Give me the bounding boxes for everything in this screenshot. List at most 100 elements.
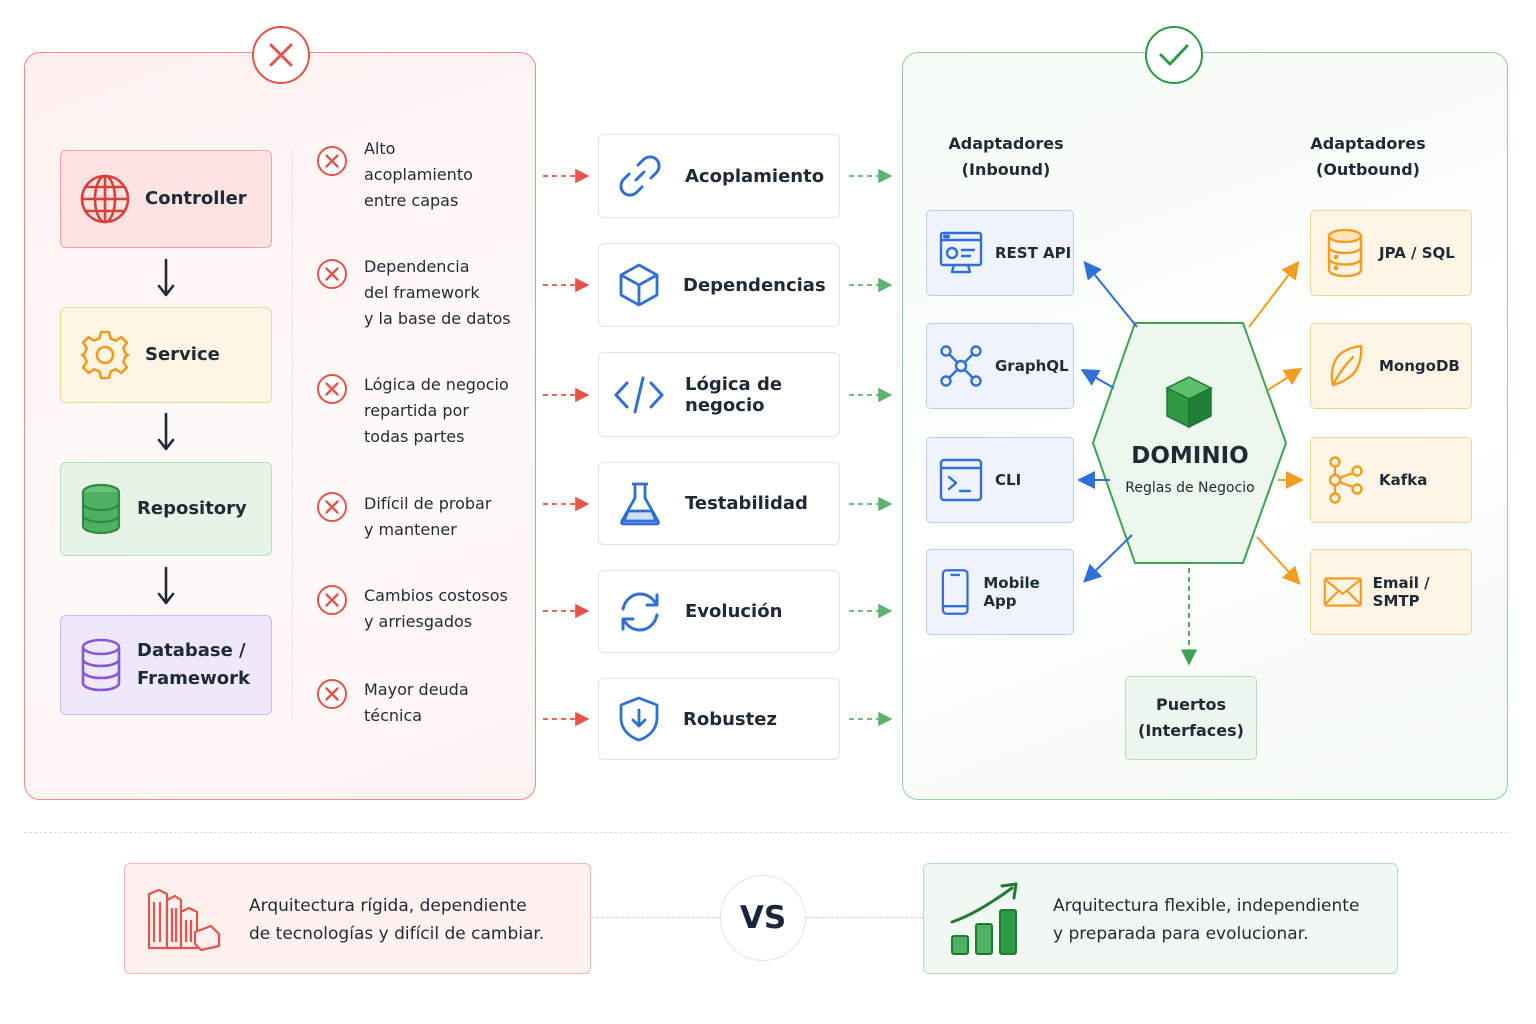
arrow-jpa bbox=[1248, 260, 1300, 328]
problem-text: Difícil de probar y mantener bbox=[364, 494, 492, 539]
terminal-icon bbox=[939, 458, 983, 502]
vs-connector bbox=[806, 917, 923, 918]
monitor-api-icon bbox=[939, 231, 983, 274]
error-icon bbox=[317, 259, 347, 289]
mobile-phone-icon bbox=[941, 569, 969, 615]
kafka-nodes-icon bbox=[1328, 456, 1363, 504]
adapter-label: Kafka bbox=[1379, 471, 1428, 489]
arrow-mongo bbox=[1267, 367, 1303, 391]
arrow-mobile bbox=[1083, 534, 1133, 583]
problem-item: Mayor deuda técnica bbox=[316, 678, 469, 729]
problem-text: Cambios costosos y arriesgados bbox=[364, 586, 508, 631]
domain-title: DOMINIO bbox=[1131, 443, 1249, 469]
gear-icon bbox=[80, 330, 130, 380]
arrow-graphql bbox=[1080, 369, 1115, 389]
adapter-jpa-sql: JPA / SQL bbox=[1310, 210, 1472, 296]
arrow-email bbox=[1256, 536, 1301, 585]
error-icon bbox=[317, 492, 347, 522]
refresh-icon bbox=[621, 592, 659, 631]
problem-text: Alto acoplamiento entre capas bbox=[364, 139, 473, 210]
summary-text: Arquitectura rígida, dependiente de tecn… bbox=[249, 896, 545, 944]
envelope-icon bbox=[1323, 577, 1362, 607]
adapter-kafka: Kafka bbox=[1310, 437, 1472, 523]
problem-text: Lógica de negocio repartida por todas pa… bbox=[364, 375, 509, 446]
hexagonal-architecture-panel bbox=[902, 52, 1508, 800]
cube-icon bbox=[619, 263, 659, 307]
adapter-label: GraphQL bbox=[995, 357, 1069, 375]
link-icon bbox=[619, 155, 661, 197]
adapter-label: REST API bbox=[995, 244, 1072, 262]
arrow-rest bbox=[1083, 260, 1138, 328]
error-icon bbox=[317, 585, 347, 615]
arrow-down-icon bbox=[157, 258, 175, 297]
domain-hexagon bbox=[1091, 322, 1288, 564]
outbound-adapters-header: Adaptadores (Outbound) bbox=[1310, 134, 1426, 179]
divider bbox=[292, 150, 293, 718]
error-icon bbox=[317, 374, 347, 404]
check-icon bbox=[1159, 44, 1189, 66]
aspect-card-business-logic: Lógica de negocio bbox=[598, 352, 840, 437]
summary-flexible-architecture: Arquitectura flexible, independiente y p… bbox=[923, 863, 1398, 974]
problem-item: Alto acoplamiento entre capas bbox=[316, 139, 473, 214]
globe-icon bbox=[80, 174, 130, 224]
adapter-graphql: GraphQL bbox=[926, 323, 1074, 409]
summary-text: Arquitectura flexible, independiente y p… bbox=[1053, 896, 1360, 944]
growth-chart-icon bbox=[950, 882, 1018, 955]
good-badge bbox=[1145, 26, 1203, 84]
domain-subtitle: Reglas de Negocio bbox=[1125, 480, 1255, 496]
aspect-label: Lógica de negocio bbox=[685, 373, 783, 416]
problem-item: Difícil de probar y mantener bbox=[316, 491, 491, 543]
database-icon bbox=[81, 483, 121, 535]
crumbling-building-icon bbox=[147, 888, 221, 952]
layer-label: Repository bbox=[137, 498, 247, 519]
aspect-label: Testabilidad bbox=[685, 493, 808, 514]
bad-badge bbox=[252, 26, 310, 84]
cross-icon bbox=[269, 43, 293, 67]
adapter-label: MongoDB bbox=[1379, 357, 1460, 375]
code-icon bbox=[614, 376, 664, 413]
vs-badge: VS bbox=[720, 875, 806, 961]
adapter-label: JPA / SQL bbox=[1379, 244, 1455, 262]
aspect-label: Evolución bbox=[685, 601, 783, 622]
layer-controller: Controller bbox=[60, 150, 272, 248]
layer-label: Service bbox=[145, 344, 220, 365]
adapter-mobile-app: Mobile App bbox=[926, 549, 1074, 635]
adapter-email-smtp: Email / SMTP bbox=[1310, 549, 1472, 635]
problem-item: Lógica de negocio repartida por todas pa… bbox=[316, 373, 509, 450]
problem-item: Dependencia del framework y la base de d… bbox=[316, 257, 511, 332]
problem-text: Mayor deuda técnica bbox=[364, 680, 469, 725]
ports-interfaces: Puertos (Interfaces) bbox=[1125, 676, 1257, 760]
aspect-card-dependencies: Dependencias bbox=[598, 243, 840, 327]
inbound-adapters-header: Adaptadores (Inbound) bbox=[948, 134, 1064, 179]
aspect-card-testability: Testabilidad bbox=[598, 462, 840, 545]
vs-connector bbox=[591, 917, 720, 918]
layer-repository: Repository bbox=[60, 462, 272, 556]
cube-icon bbox=[1165, 376, 1213, 429]
adapter-rest-api: REST API bbox=[926, 210, 1074, 296]
network-nodes-icon bbox=[940, 345, 982, 387]
aspect-label: Dependencias bbox=[683, 274, 826, 296]
problem-text: Dependencia del framework y la base de d… bbox=[364, 257, 511, 328]
database-icon bbox=[1327, 228, 1363, 278]
aspect-label: Robustez bbox=[683, 708, 777, 730]
aspect-card-robustness: Robustez bbox=[598, 678, 840, 760]
adapter-cli: CLI bbox=[926, 437, 1074, 523]
layer-database-framework: Database / Framework bbox=[60, 615, 272, 715]
aspect-label: Acoplamiento bbox=[685, 165, 825, 187]
adapter-label: Mobile App bbox=[983, 574, 1040, 610]
adapter-label: Email / SMTP bbox=[1372, 574, 1430, 610]
layer-service: Service bbox=[60, 307, 272, 403]
error-icon bbox=[317, 679, 347, 709]
summary-rigid-architecture: Arquitectura rígida, dependiente de tecn… bbox=[124, 863, 591, 974]
problem-item: Cambios costosos y arriesgados bbox=[316, 584, 508, 635]
arrow-down-icon bbox=[157, 566, 175, 605]
database-icon bbox=[81, 638, 121, 692]
adapter-mongodb: MongoDB bbox=[1310, 323, 1472, 409]
aspect-card-evolution: Evolución bbox=[598, 570, 840, 653]
flask-icon bbox=[620, 482, 660, 525]
shield-icon bbox=[619, 696, 659, 742]
section-divider bbox=[24, 832, 1508, 833]
layer-label: Controller bbox=[145, 188, 247, 209]
